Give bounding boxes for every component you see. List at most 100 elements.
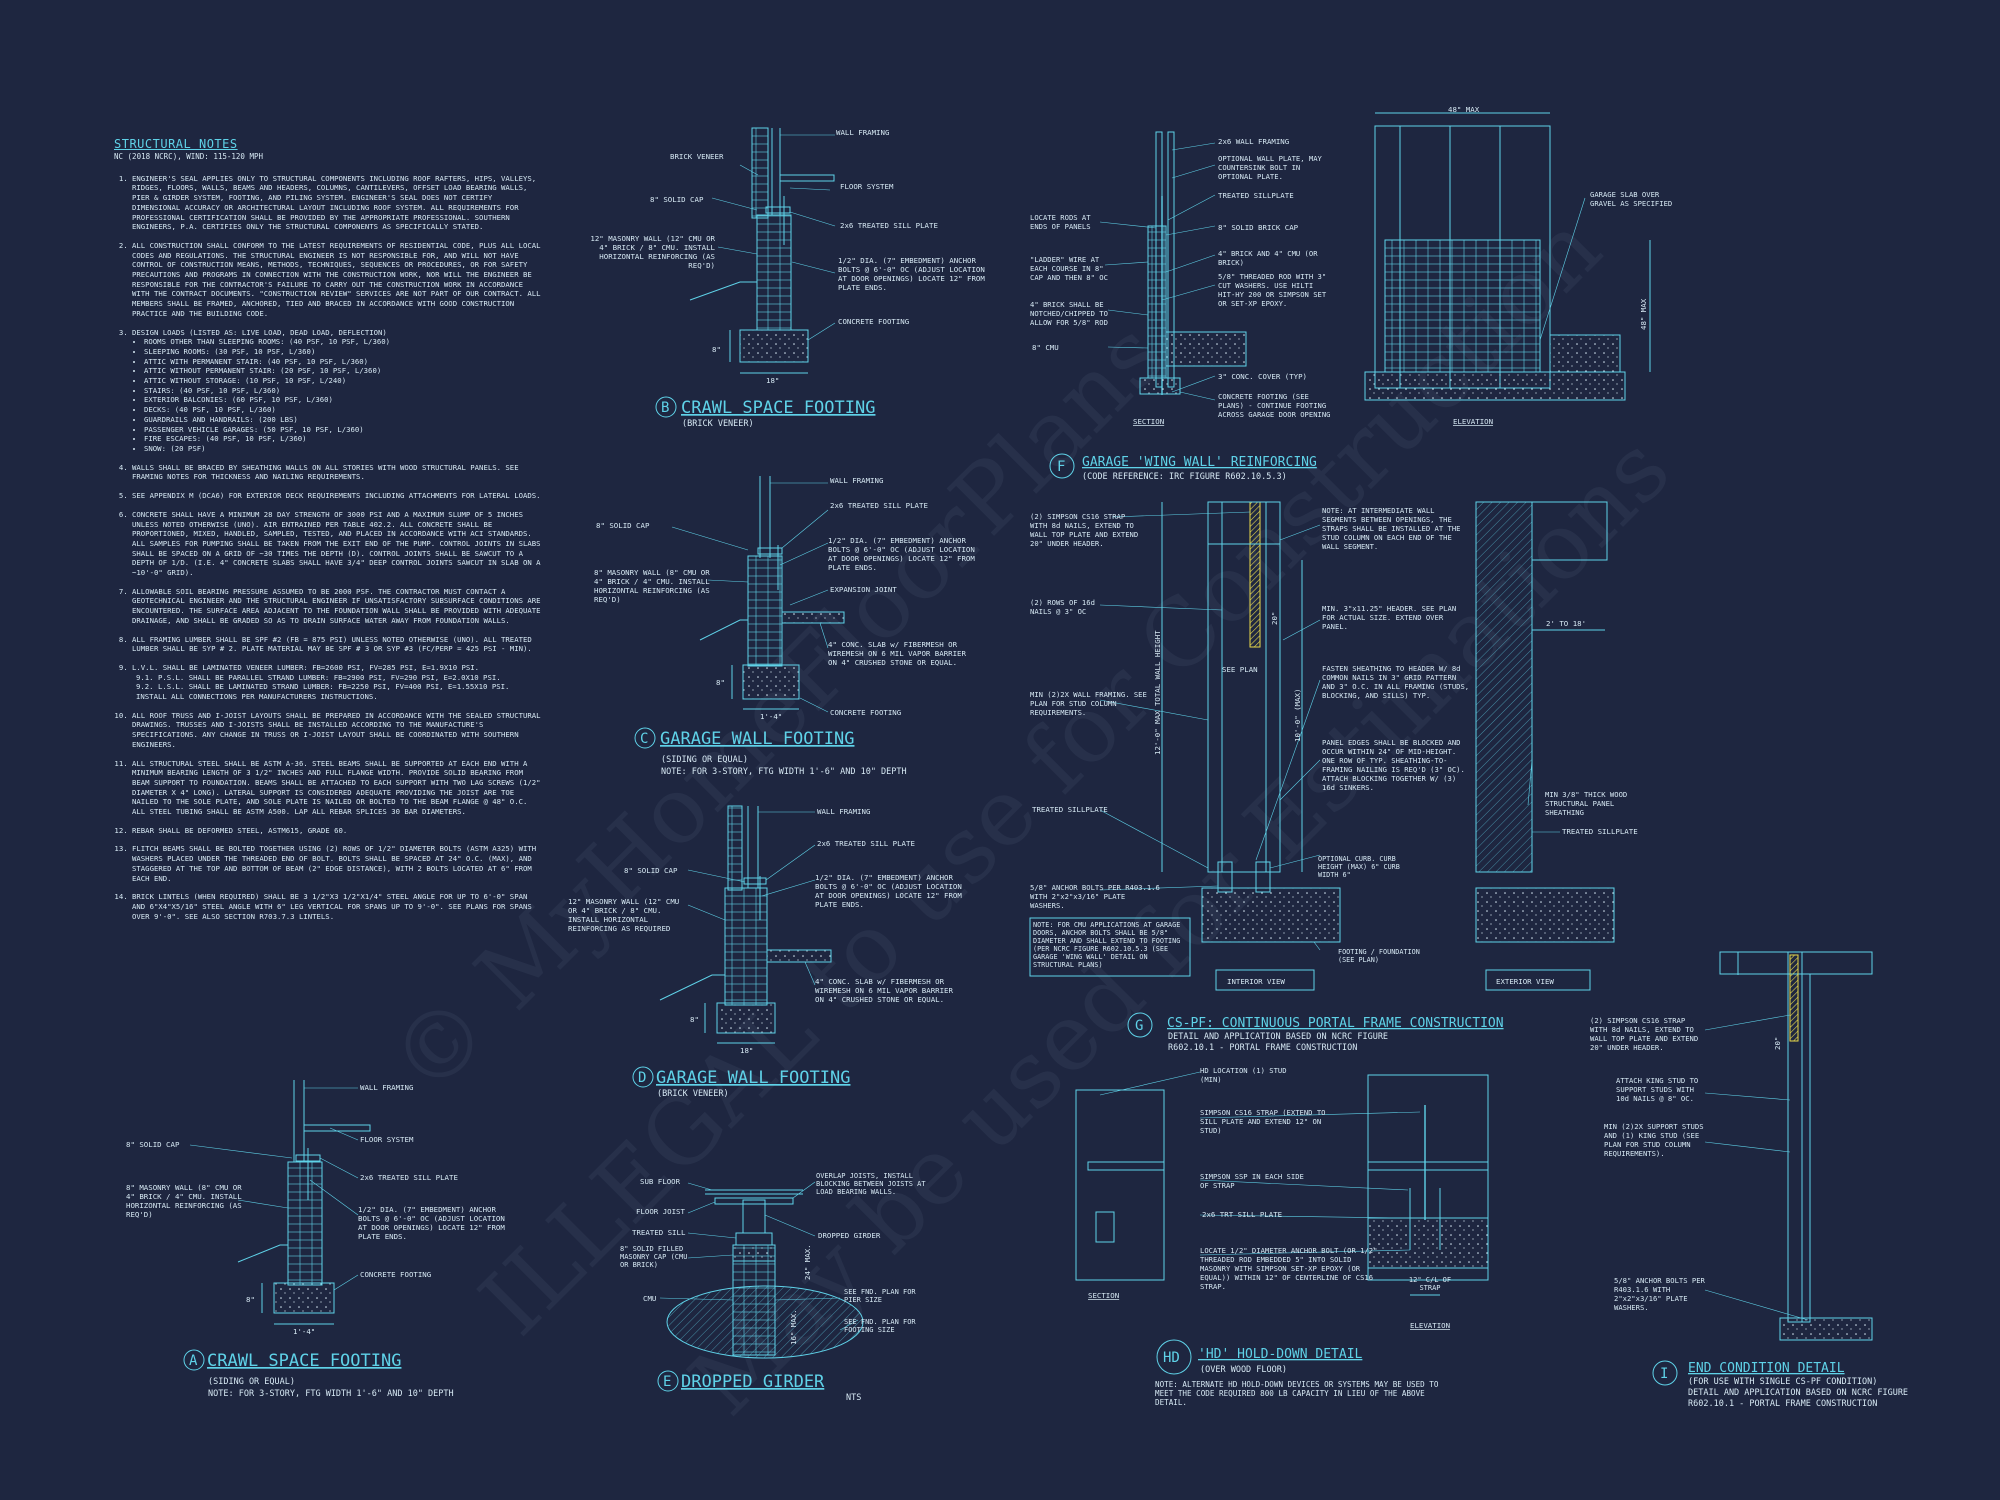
note-item: FLITCH BEAMS SHALL BE BOLTED TOGETHER US… [132, 844, 544, 883]
footing [742, 664, 800, 700]
detail-tag: F [1057, 459, 1065, 475]
tag-circle-e [657, 1370, 679, 1392]
tag-circle-d [632, 1066, 654, 1088]
footing [273, 1282, 335, 1314]
label: SUB FLOOR [640, 1177, 681, 1186]
hold-down [1095, 1211, 1115, 1243]
overlap-label: OVERLAP JOISTS, INSTALL BLOCKING BETWEEN… [816, 1172, 926, 1196]
tag-circle-c [634, 727, 656, 749]
masonry-label: 8" MASONRY WALL (8" CMU OR 4" BRICK / 4"… [126, 1183, 242, 1219]
slab-label: GARAGE SLAB OVER GRAVEL AS SPECIFIED [1590, 190, 1672, 208]
foundation [1201, 887, 1341, 943]
support-studs [1801, 973, 1811, 1323]
detail-b-crawl-space-footing [689, 127, 835, 374]
structural-notes: STRUCTURAL NOTES NC (2018 NCRC), Wind: 1… [114, 137, 544, 930]
detail-subtitle: (CODE REFERENCE: IRC FIGURE R602.10.5.3) [1082, 472, 1287, 482]
detail-g-text: (2) SIMPSON CS16 STRAP WITH 8d NAILS, EX… [1030, 506, 1638, 1053]
load-item: SLEEPING ROOMS: (30 PSF, 10 PSF, L/360) [144, 347, 544, 357]
label: TREATED SILLPLATE [1562, 827, 1638, 836]
strap-label: (2) SIMPSON CS16 STRAP WITH 8d NAILS, EX… [1590, 1016, 1698, 1052]
label: 8" CMU [1032, 343, 1059, 352]
cap-label: 8" SOLID FILLED MASONRY CAP (CMU OR BRIC… [620, 1245, 687, 1269]
detail-subtitle: (SIDING OR EQUAL) [661, 755, 748, 765]
label: 2x6 TREATED SILL PLATE [840, 221, 938, 230]
anchor-label: 1/2" DIA. (7" EMBEDMENT) ANCHOR BOLTS @ … [358, 1205, 505, 1241]
sill-plate [765, 206, 791, 214]
dim-label: 12" C/L OF STRAP [1409, 1276, 1451, 1292]
note-text: L.V.L. SHALL BE LAMINATED VENEER LUMBER:… [132, 662, 480, 672]
detail-c-garage-wall-footing [699, 476, 845, 710]
label: 8" SOLID CAP [126, 1140, 180, 1149]
masonry-cap [732, 1244, 776, 1262]
label: FLOOR SYSTEM [360, 1135, 414, 1144]
label: CMU [643, 1294, 656, 1303]
masonry-label: 12" MASONRY WALL (12" CMU OR 4" BRICK / … [568, 897, 679, 933]
tag-circle-g [1127, 1012, 1153, 1038]
dim-label: 48" MAX [1448, 105, 1480, 114]
label: CONCRETE FOOTING [360, 1270, 431, 1279]
grade-line [237, 1244, 288, 1263]
dim-label: 20" [1270, 612, 1279, 625]
detail-c-text: WALL FRAMING 8" SOLID CAP 2x6 TREATED SI… [594, 476, 975, 777]
footing [716, 1002, 776, 1034]
detail-g-note-box [1029, 917, 1591, 991]
slab [781, 611, 845, 624]
detail-note: NOTE: FOR 3-STORY, FTG WIDTH 1'-6" AND 1… [661, 767, 907, 777]
anchor-bolt-right [1255, 861, 1271, 893]
detail-tag: I [1660, 1366, 1668, 1382]
anchor-label: 5/8" ANCHOR BOLTS PER R403.1.6 WITH 2"x2… [1030, 883, 1160, 910]
foundation [1779, 1317, 1873, 1341]
note-sub: INSTALL ALL CONNECTIONS PER MANUFACTURER… [136, 692, 378, 702]
dim-label: 12'-0" MAX TOTAL WALL HEIGHT [1153, 630, 1162, 755]
dim-label: 8" [246, 1295, 255, 1304]
detail-tag: A [189, 1353, 198, 1369]
label: 8" SOLID CAP [650, 195, 704, 204]
garage-slab [1165, 331, 1247, 367]
note-item: ENGINEER'S SEAL APPLIES ONLY TO STRUCTUR… [132, 174, 544, 232]
anchor-bolt-left [1217, 861, 1233, 893]
strap-label: (2) SIMPSON CS16 STRAP WITH 8d NAILS, EX… [1030, 512, 1138, 548]
slab-label: 4" CONC. SLAB w/ FIBERMESH OR WIREMESH O… [815, 977, 953, 1004]
sill-plate [743, 877, 767, 885]
note-sub: 9.2. L.S.L. SHALL BE LAMINATED STRAND LU… [136, 682, 510, 692]
detail-a-crawl-space-footing [237, 1080, 371, 1325]
strap-label: SIMPSON CS16 STRAP (EXTEND TO SILL PLATE… [1200, 1108, 1326, 1135]
anchor-label: 1/2" DIA. (7" EMBEDMENT) ANCHOR BOLTS @ … [815, 873, 962, 909]
anchor-label: 5/8" ANCHOR BOLTS PER R403.1.6 WITH 2"x2… [1614, 1276, 1705, 1310]
masonry-label: 12" MASONRY WALL (12" CMU OR 4" BRICK / … [590, 234, 715, 270]
load-item: ATTIC WITHOUT PERMANENT STAIR: (20 PSF, … [144, 366, 544, 376]
label: 8" SOLID BRICK CAP [1218, 223, 1299, 232]
plate-label: OPTIONAL WALL PLATE, MAY COUNTERSINK BOL… [1218, 154, 1322, 181]
dim-label: 48" MAX [1639, 298, 1648, 330]
detail-d-text: WALL FRAMING 8" SOLID CAP 2x6 TREATED SI… [568, 807, 962, 1099]
label: FLOOR JOIST [636, 1207, 685, 1216]
notes-title: STRUCTURAL NOTES [114, 137, 238, 151]
dim-label: 18" [766, 376, 779, 385]
dim-label: 2' TO 18' [1546, 619, 1586, 628]
wall-sheathing [1475, 501, 1533, 873]
detail-title: GARAGE 'WING WALL' REINFORCING [1082, 455, 1317, 470]
detail-subtitle: (SIDING OR EQUAL) [208, 1377, 295, 1387]
footing-label: CONCRETE FOOTING (SEE PLANS) - CONTINUE … [1218, 392, 1331, 419]
rods-label: LOCATE RODS AT ENDS OF PANELS [1030, 213, 1091, 231]
detail-i-end-condition [1719, 951, 1873, 1341]
brick-veneer [751, 127, 769, 219]
load-item: DECKS: (40 PSF, 10 PSF, L/360) [144, 405, 544, 415]
load-item: STAIRS: (40 PSF, 10 PSF, L/360) [144, 386, 544, 396]
header-label: MIN. 3"x11.25" HEADER. SEE PLAN FOR ACTU… [1322, 604, 1456, 631]
load-item: ATTIC WITHOUT STORAGE: (10 PSF, 10 PSF, … [144, 376, 544, 386]
detail-tag: E [663, 1374, 671, 1390]
detail-hd-text: HD LOCATION (1) STUD (MIN) SIMPSON CS16 … [1088, 1066, 1451, 1407]
detail-tag: HD [1163, 1350, 1180, 1366]
label: CONCRETE FOOTING [838, 317, 909, 326]
note-item: ALL FRAMING LUMBER SHALL BE SPF #2 (Fb =… [132, 635, 544, 654]
masonry-wall [287, 1161, 323, 1286]
floor-framing [1087, 1161, 1165, 1171]
note-item: ALL ROOF TRUSS AND I-JOIST LAYOUTS SHALL… [132, 711, 544, 750]
detail-i-text: (2) SIMPSON CS16 STRAP WITH 8d NAILS, EX… [1590, 1016, 1908, 1409]
design-loads-list: ROOMS OTHER THAN SLEEPING ROOMS: (40 PSF… [132, 337, 544, 453]
label: WALL FRAMING [836, 128, 889, 137]
support-studs-label: MIN (2)2X SUPPORT STUDS AND (1) KING STU… [1604, 1122, 1704, 1158]
detail-subtitle-2: DETAIL AND APPLICATION BASED ON NCRC FIG… [1688, 1388, 1908, 1398]
